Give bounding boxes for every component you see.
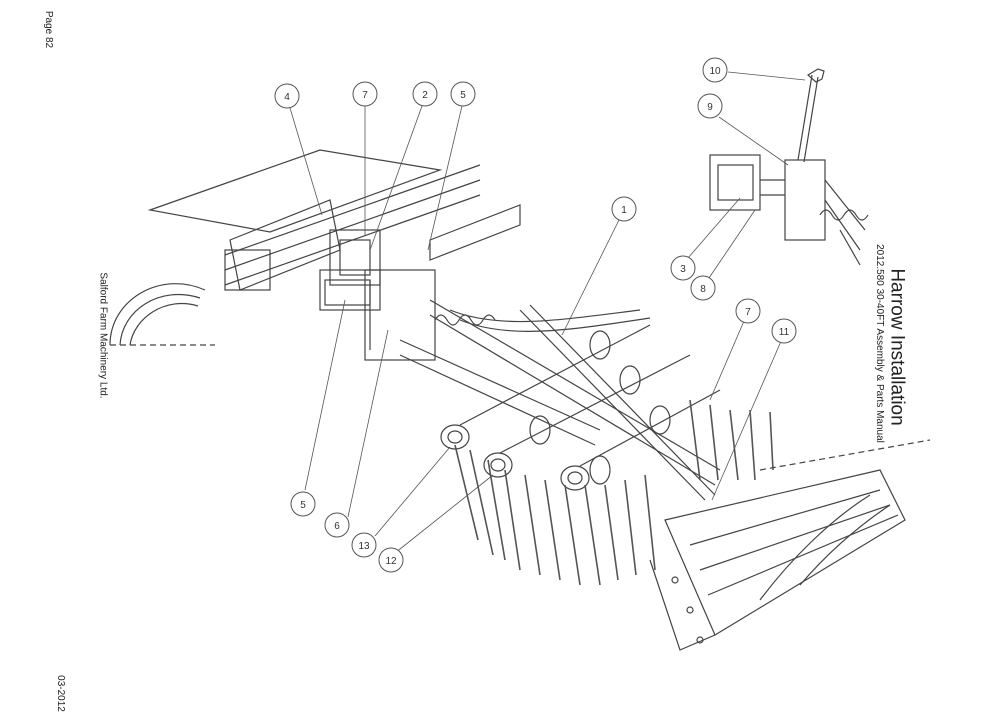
svg-text:10: 10 — [709, 66, 721, 77]
callout-5: 5 — [290, 491, 316, 517]
callout-9: 9 — [697, 93, 723, 119]
callout-7: 7 — [352, 81, 378, 107]
svg-text:7: 7 — [362, 90, 368, 101]
svg-text:5: 5 — [300, 500, 306, 511]
detail-inset — [709, 68, 866, 266]
callout-1: 1 — [611, 196, 637, 222]
mounting-bracket — [319, 204, 521, 361]
spring-coils — [434, 209, 869, 326]
svg-text:11: 11 — [779, 327, 790, 338]
leader-lines — [289, 71, 806, 554]
callout-13: 13 — [351, 532, 377, 558]
callout-4: 4 — [274, 83, 300, 109]
machine-linework — [109, 68, 931, 651]
harrow-tines — [454, 399, 774, 586]
callout-2: 2 — [412, 81, 438, 107]
svg-text:4: 4 — [284, 92, 290, 103]
svg-text:1: 1 — [621, 205, 627, 216]
callout-11: 11 — [771, 318, 797, 344]
harrow-frame — [399, 299, 721, 501]
callout-8: 8 — [690, 275, 716, 301]
svg-text:12: 12 — [385, 556, 397, 567]
callout-10: 10 — [702, 57, 728, 83]
callout-5: 5 — [450, 81, 476, 107]
rolling-basket — [649, 439, 931, 651]
svg-text:5: 5 — [460, 90, 466, 101]
callout-3: 3 — [670, 255, 696, 281]
svg-text:3: 3 — [680, 264, 686, 275]
svg-text:2: 2 — [422, 90, 428, 101]
callout-7: 7 — [735, 298, 761, 324]
svg-text:7: 7 — [745, 307, 751, 318]
callout-6: 6 — [324, 512, 350, 538]
svg-text:8: 8 — [700, 284, 706, 295]
callout-12: 12 — [378, 547, 404, 573]
svg-text:6: 6 — [334, 521, 340, 532]
svg-text:13: 13 — [358, 541, 370, 552]
roller-assemblies — [440, 324, 721, 491]
svg-text:9: 9 — [707, 102, 713, 113]
